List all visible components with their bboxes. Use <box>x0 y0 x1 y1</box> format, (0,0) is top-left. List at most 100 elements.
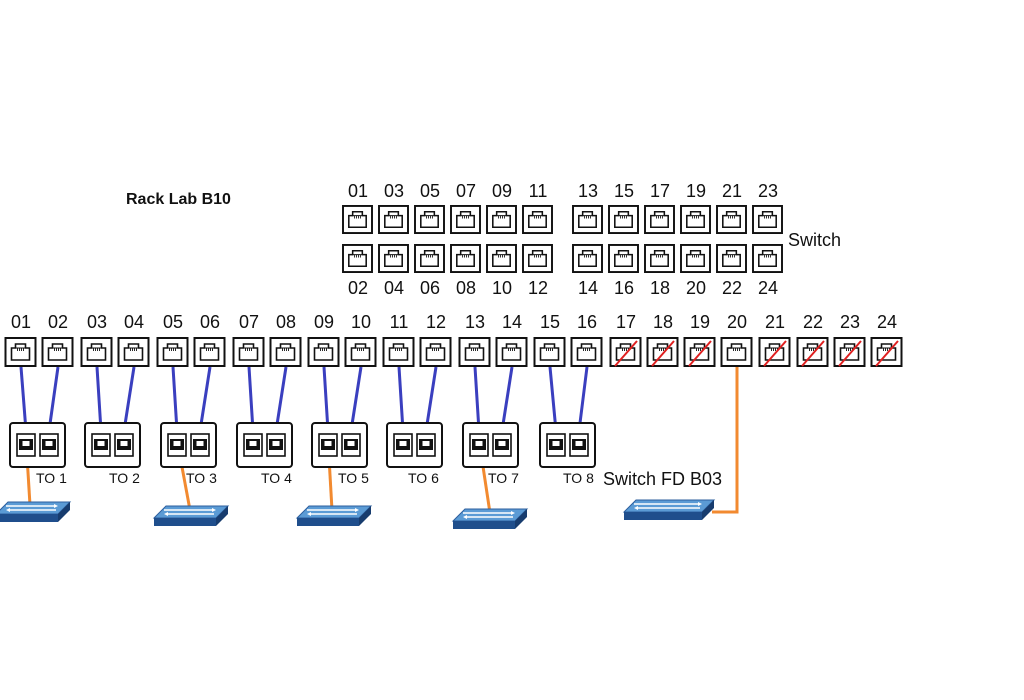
socket-b <box>39 432 59 458</box>
switch-port-18 <box>644 244 675 273</box>
panel-port-label: 14 <box>502 312 522 332</box>
socket-b <box>341 432 361 458</box>
switch-port-label: 18 <box>650 278 670 298</box>
switch-port-label: 09 <box>492 181 512 201</box>
panel-port-label: 24 <box>877 312 897 332</box>
switch-port-02 <box>342 244 373 273</box>
panel-cable <box>122 366 136 432</box>
socket-a <box>469 432 489 458</box>
outlet-label: TO 7 <box>488 470 519 486</box>
switch: 0102030405060708091011121314151617181920… <box>342 181 783 298</box>
panel-port-label: 09 <box>314 312 334 332</box>
panel-port-label: 02 <box>48 312 68 332</box>
panel-port-11 <box>382 337 415 367</box>
switch-port-label: 16 <box>614 278 634 298</box>
switch-port-12 <box>522 244 553 273</box>
switch-port-09 <box>486 205 517 234</box>
panel-port-02 <box>41 337 74 367</box>
socket-b <box>416 432 436 458</box>
edge-switch-3 <box>295 505 373 526</box>
switch-port-04 <box>378 244 409 273</box>
disabled-port-mark <box>614 340 638 367</box>
telecom-outlet-4: TO 4 <box>236 422 293 486</box>
disabled-port-mark <box>875 340 899 367</box>
switch-port-label: 20 <box>686 278 706 298</box>
switch-port-16 <box>608 244 639 273</box>
switch-port-23 <box>752 205 783 234</box>
telecom-outlet-2: TO 2 <box>84 422 141 486</box>
disabled-port-mark <box>801 340 825 367</box>
panel-port-label: 12 <box>426 312 446 332</box>
panel-cable <box>577 366 589 432</box>
telecom-outlet-7: TO 7 <box>462 422 519 486</box>
panel-port-07 <box>232 337 265 367</box>
switch-port-15 <box>608 205 639 234</box>
switch-port-label: 24 <box>758 278 778 298</box>
panel-port-12 <box>419 337 452 367</box>
disabled-port-mark <box>688 340 712 367</box>
edge-switch-4 <box>451 508 529 529</box>
outlet-label: TO 8 <box>563 470 594 486</box>
panel-port-label: 01 <box>11 312 31 332</box>
switch-port-10 <box>486 244 517 273</box>
switch-port-label: 03 <box>384 181 404 201</box>
panel-port-label: 04 <box>124 312 144 332</box>
switch-port-20 <box>680 244 711 273</box>
panel-cable <box>95 366 103 432</box>
telecom-outlet-6: TO 6 <box>386 422 443 486</box>
panel-cable <box>274 366 288 432</box>
switch-port-07 <box>450 205 481 234</box>
panel-port-06 <box>193 337 226 367</box>
panel-cable <box>349 366 363 432</box>
switch-port-label: 04 <box>384 278 404 298</box>
switch-port-label: 06 <box>420 278 440 298</box>
edge-switch-2 <box>152 505 230 526</box>
panel-port-label: 06 <box>200 312 220 332</box>
cables <box>19 366 739 514</box>
switch-port-label: 02 <box>348 278 368 298</box>
disabled-port-mark <box>651 340 675 367</box>
panel-port-15 <box>533 337 566 367</box>
panel-cable <box>473 366 481 432</box>
panel-port-label: 07 <box>239 312 259 332</box>
panel-port-label: 23 <box>840 312 860 332</box>
socket-a <box>546 432 566 458</box>
switch-label: Switch <box>788 230 841 250</box>
switch-port-label: 22 <box>722 278 742 298</box>
switch-port-label: 21 <box>722 181 742 201</box>
switch-port-08 <box>450 244 481 273</box>
panel-port-05 <box>156 337 189 367</box>
edge-switches: Switch FD B03 <box>0 469 722 529</box>
panel-port-label: 21 <box>765 312 785 332</box>
panel-port-13 <box>458 337 491 367</box>
switch-port-14 <box>572 244 603 273</box>
panel-port-label: 05 <box>163 312 183 332</box>
socket-a <box>243 432 263 458</box>
panel-port-label: 22 <box>803 312 823 332</box>
switch-port-label: 19 <box>686 181 706 201</box>
panel-port-01 <box>4 337 37 367</box>
switch-port-label: 13 <box>578 181 598 201</box>
outlet-label: TO 4 <box>261 470 292 486</box>
switch-port-24 <box>752 244 783 273</box>
panel-cable <box>198 366 212 432</box>
panel-cable <box>548 366 558 432</box>
socket-b <box>114 432 134 458</box>
disabled-port-mark <box>838 340 862 367</box>
panel-port-label: 18 <box>653 312 673 332</box>
panel-port-label: 13 <box>465 312 485 332</box>
outlet-label: TO 1 <box>36 470 67 486</box>
socket-b <box>266 432 286 458</box>
panel-port-label: 03 <box>87 312 107 332</box>
outlet-label: TO 2 <box>109 470 140 486</box>
socket-a <box>393 432 413 458</box>
switch-port-label: 05 <box>420 181 440 201</box>
switch-port-01 <box>342 205 373 234</box>
panel-port-label: 20 <box>727 312 747 332</box>
switch-port-label: 15 <box>614 181 634 201</box>
panel-port-label: 10 <box>351 312 371 332</box>
telecom-outlet-8: TO 8 <box>539 422 596 486</box>
